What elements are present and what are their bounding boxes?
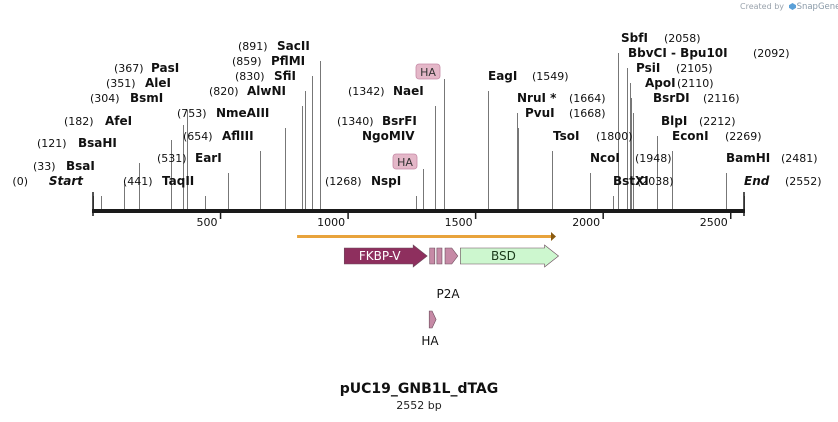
site-name-end: End — [744, 174, 770, 188]
site-name-pvui: PvuI — [525, 106, 555, 120]
site-name-nmeaiii: NmeAIII — [216, 106, 269, 120]
lower-feature-label: HA — [421, 334, 439, 348]
site-name-psii: PsiI — [636, 61, 660, 75]
tag-label-0: HA — [420, 66, 436, 79]
site-name-eari: EarI — [195, 151, 222, 165]
site-coord-nrui: (1664) — [569, 92, 606, 105]
site-coord-taqii: (441) — [123, 175, 153, 188]
site-name-bsai: BsaI — [66, 159, 95, 173]
feature-label-bsd: BSD — [491, 249, 516, 263]
feature-label-p2a: P2A — [436, 287, 460, 301]
orf-arrow-head — [550, 232, 556, 241]
site-coord-bsrfi: (1340) — [337, 115, 374, 128]
site-coord-afliii: (654) — [183, 130, 213, 143]
site-name-apoi: ApoI — [645, 76, 676, 90]
site-coord-sfii: (830) — [235, 70, 265, 83]
feature-bsd — [460, 244, 560, 268]
site-coord-bstxi: (2038) — [637, 175, 674, 188]
tag-badge-0 — [415, 63, 441, 80]
site-name-sfii: SfiI — [274, 69, 296, 83]
orf-arrow-shaft — [297, 235, 552, 238]
site-name-pasi: PasI — [151, 61, 179, 75]
site-name-afei: AfeI — [105, 114, 132, 128]
site-name-start: Start — [49, 174, 84, 188]
site-name-pflmi: PflMI — [271, 54, 305, 68]
site-coord-pvui: (1668) — [569, 107, 606, 120]
tick-label-2500: 2500 — [700, 216, 728, 229]
site-coord-sbfi: (2058) — [664, 32, 701, 45]
site-coord-start: (0) — [12, 175, 28, 188]
site-name-nrui: NruI * — [517, 91, 557, 105]
site-name-alwni: AlwNI — [247, 84, 286, 98]
site-coord-ncoi: (1948) — [635, 152, 672, 165]
site-coord-afei: (182) — [64, 115, 94, 128]
backbone-bar — [92, 209, 745, 213]
feature-segment-3 — [444, 247, 459, 265]
feature-segment-1 — [429, 247, 436, 265]
credit-brand: SnapGene — [796, 2, 838, 12]
site-name-bsahi: BsaHI — [78, 136, 117, 150]
site-name-eagi: EagI — [488, 69, 517, 83]
site-name-bsmi: BsmI — [130, 91, 163, 105]
site-name-sbfi: SbfI — [621, 31, 648, 45]
site-coord-nspi: (1268) — [325, 175, 362, 188]
site-name-nspi: NspI — [371, 174, 401, 188]
site-coord-sacii: (891) — [238, 40, 268, 53]
plasmid-title: pUC19_GNB1L_dTAG — [339, 381, 499, 397]
site-coord-alei: (351) — [106, 77, 136, 90]
site-name-sacii: SacII — [277, 39, 310, 53]
site-name-bamhi: BamHI — [726, 151, 770, 165]
site-coord-eari: (531) — [157, 152, 187, 165]
site-coord-end: (2552) — [785, 175, 822, 188]
feature-segment-2 — [436, 247, 443, 265]
site-name-afliii: AflIII — [222, 129, 254, 143]
site-coord-eagi: (1549) — [532, 70, 569, 83]
site-coord-bamhi: (2481) — [781, 152, 818, 165]
tag-label-1: HA — [397, 156, 413, 169]
site-name-bsrdi: BsrDI — [653, 91, 690, 105]
site-coord-bbvci-bpu10i: (2092) — [753, 47, 790, 60]
tick-label-2000: 2000 — [572, 216, 600, 229]
site-coord-blpi: (2212) — [699, 115, 736, 128]
site-name-bbvci-bpu10i: BbvCI - Bpu10I — [628, 46, 728, 60]
site-name-ngomiv: NgoMIV — [362, 129, 415, 143]
site-coord-tsoi: (1800) — [596, 130, 633, 143]
site-coord-pflmi: (859) — [232, 55, 262, 68]
feature-label-fkbp-v: FKBP-V — [359, 249, 402, 263]
site-name-ncoi: NcoI — [590, 151, 620, 165]
site-coord-pasi: (367) — [114, 62, 144, 75]
tick-label-1500: 1500 — [445, 216, 473, 229]
site-name-naei: NaeI — [393, 84, 424, 98]
site-name-taqii: TaqII — [162, 174, 194, 188]
credit-prefix: Created by — [740, 2, 785, 11]
site-coord-bsrdi: (2116) — [703, 92, 740, 105]
site-coord-econi: (2269) — [725, 130, 762, 143]
site-coord-bsmi: (304) — [90, 92, 120, 105]
site-name-bstxi: BstXI — [613, 174, 649, 188]
plasmid-map: 500 1000 1500 2000 2500 Start (0) BsaI (33) BsaHI… — [12, 31, 822, 348]
tick-label-500: 500 — [197, 216, 218, 229]
site-coord-apoi: (2110) — [677, 77, 714, 90]
site-coord-nmeaiii: (753) — [177, 107, 207, 120]
site-name-econi: EconI — [672, 129, 709, 143]
feature-fkbp-v — [343, 244, 428, 268]
site-coord-bsai: (33) — [33, 160, 56, 173]
tag-badge-1 — [392, 153, 418, 170]
site-name-blpi: BlpI — [661, 114, 687, 128]
site-name-alei: AleI — [145, 76, 171, 90]
site-coord-bsahi: (121) — [37, 137, 67, 150]
site-name-tsoi: TsoI — [553, 129, 579, 143]
lower-feature-ha — [428, 310, 437, 329]
snapgene-credit: Created by SnapGene — [740, 2, 838, 12]
tick-label-1000: 1000 — [317, 216, 345, 229]
snapgene-logo-icon — [788, 3, 796, 10]
plasmid-length: 2552 bp — [396, 399, 442, 412]
site-coord-alwni: (820) — [209, 85, 239, 98]
site-name-bsrfi: BsrFI — [382, 114, 417, 128]
site-coord-psii: (2105) — [676, 62, 713, 75]
site-coord-naei: (1342) — [348, 85, 385, 98]
